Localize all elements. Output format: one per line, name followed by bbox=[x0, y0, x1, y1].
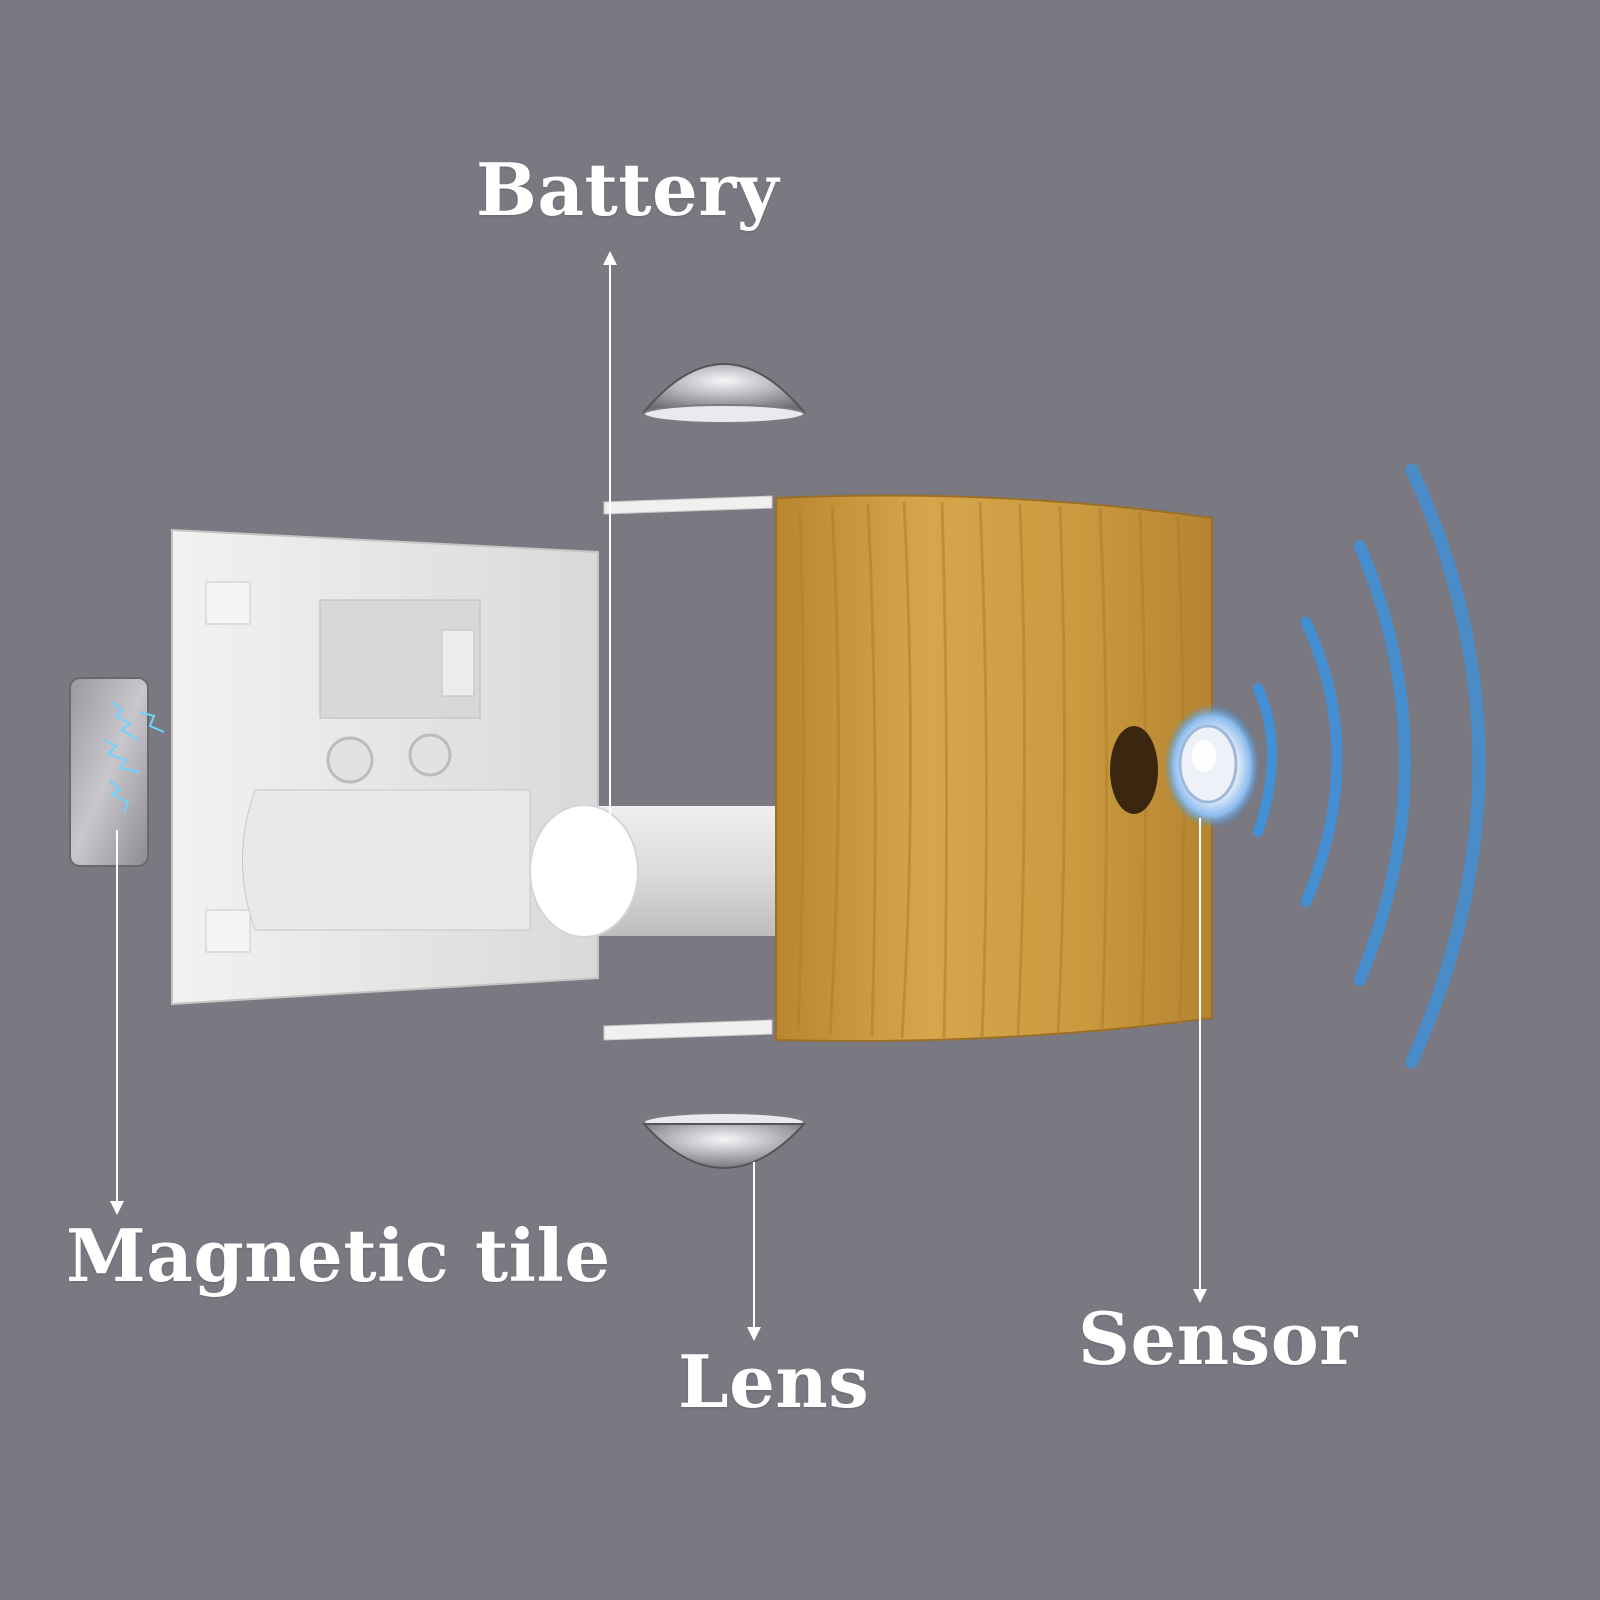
label-battery: Battery bbox=[476, 154, 779, 226]
housing bbox=[172, 530, 598, 1004]
battery bbox=[530, 805, 782, 937]
sensor bbox=[1164, 704, 1260, 828]
clip-top bbox=[604, 496, 772, 514]
lens-bottom bbox=[644, 1113, 804, 1168]
signal-wave-2 bbox=[1306, 622, 1337, 902]
label-sensor: Sensor bbox=[1078, 1303, 1358, 1375]
signal-waves bbox=[1258, 470, 1479, 1062]
label-lens: Lens bbox=[678, 1346, 869, 1418]
label-magnetic-tile: Magnetic tile bbox=[66, 1220, 611, 1292]
signal-wave-1 bbox=[1258, 688, 1272, 832]
signal-wave-4 bbox=[1412, 470, 1479, 1062]
lens-top bbox=[644, 364, 804, 423]
signal-wave-3 bbox=[1360, 546, 1405, 980]
clip-bottom bbox=[604, 1020, 772, 1040]
wood-block bbox=[776, 496, 1212, 1042]
